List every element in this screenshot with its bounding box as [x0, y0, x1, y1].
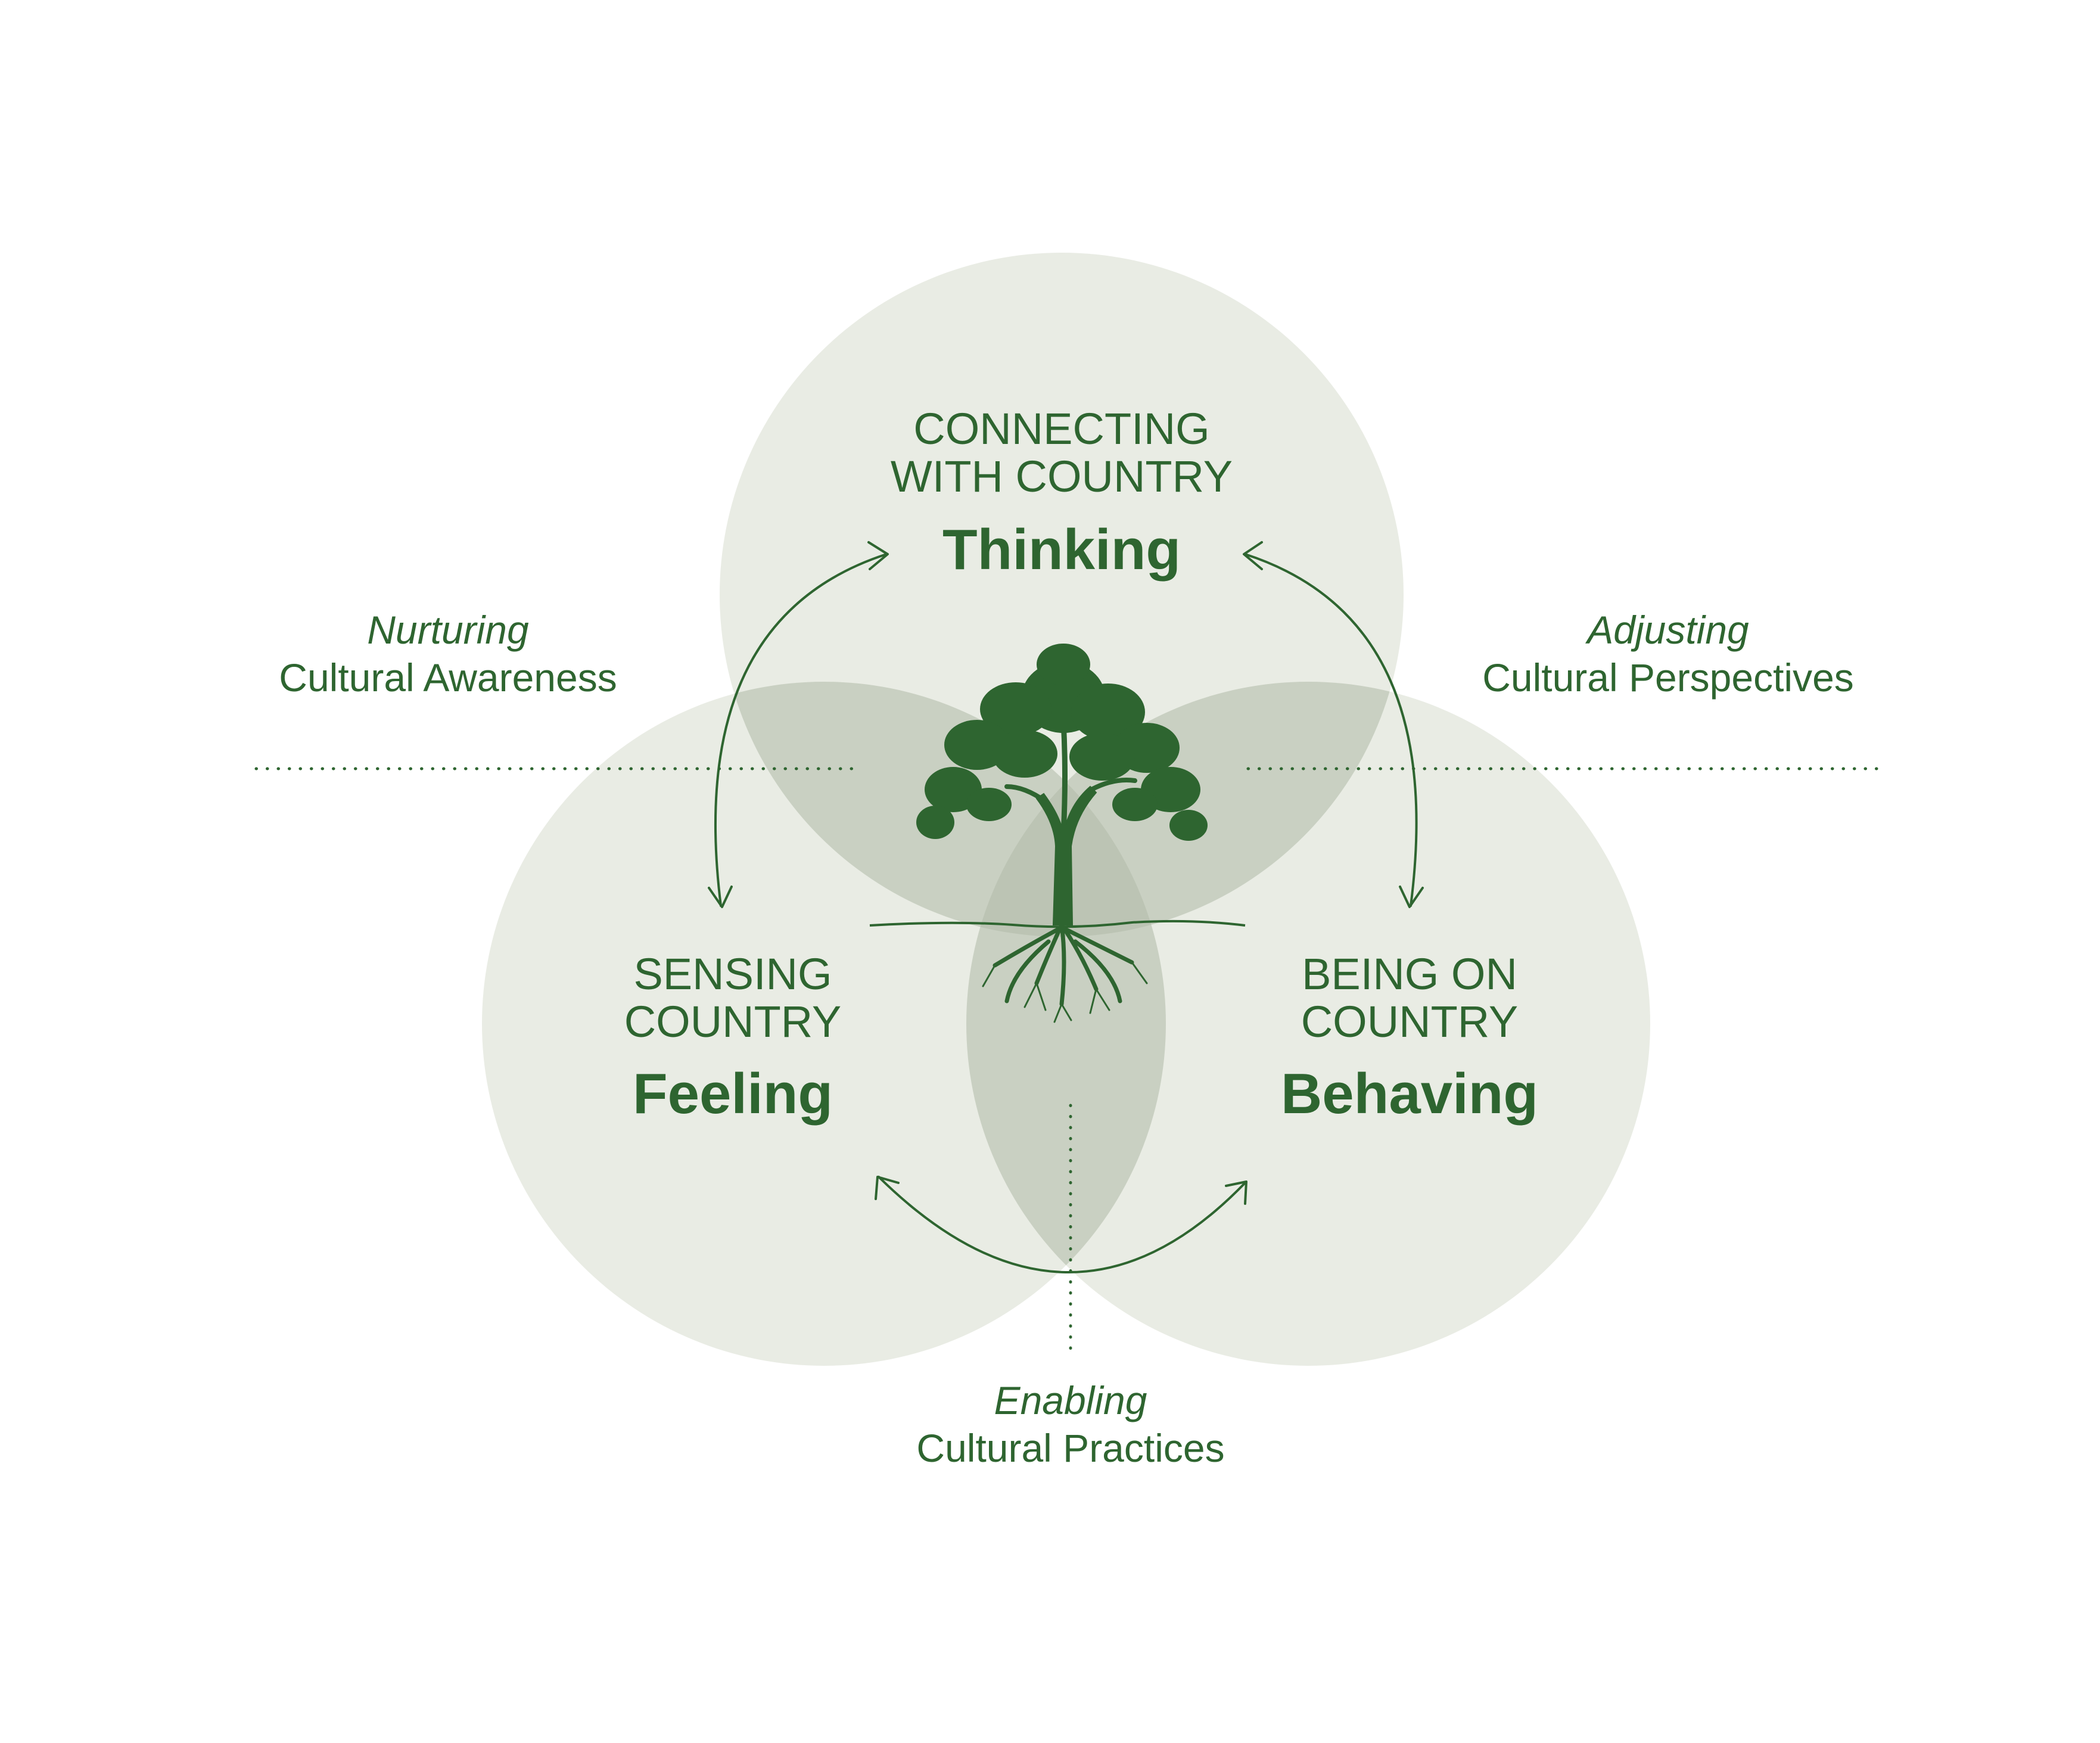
overlap-thinking-behaving — [966, 682, 1404, 937]
overlap-thinking-feeling — [720, 682, 1166, 937]
connector-right-verb: Adjusting — [1585, 608, 1749, 652]
connector-bottom-phrase: Cultural Practices — [916, 1426, 1224, 1470]
arrow-feeling-behaving — [875, 1176, 1247, 1273]
left-circle-line1: SENSING — [633, 949, 832, 999]
connector-left-verb: Nurturing — [367, 608, 529, 652]
top-circle-word: Thinking — [942, 518, 1181, 582]
right-circle-line2: COUNTRY — [1301, 997, 1519, 1046]
connector-left-phrase: Cultural Awareness — [279, 655, 617, 700]
arrow-thinking-behaving — [1243, 541, 1424, 908]
right-circle-line1: BEING ON — [1302, 949, 1517, 999]
tree-with-roots-icon — [869, 644, 1246, 1023]
left-circle-word: Feeling — [633, 1062, 833, 1126]
connector-right-phrase: Cultural Perspectives — [1482, 655, 1854, 700]
top-circle-line2: WITH COUNTRY — [891, 452, 1233, 501]
right-circle-word: Behaving — [1281, 1062, 1538, 1126]
arrow-thinking-feeling — [708, 541, 889, 908]
top-circle-line1: CONNECTING — [913, 404, 1209, 453]
connector-bottom-verb: Enabling — [994, 1378, 1147, 1422]
left-circle-line2: COUNTRY — [624, 997, 842, 1046]
